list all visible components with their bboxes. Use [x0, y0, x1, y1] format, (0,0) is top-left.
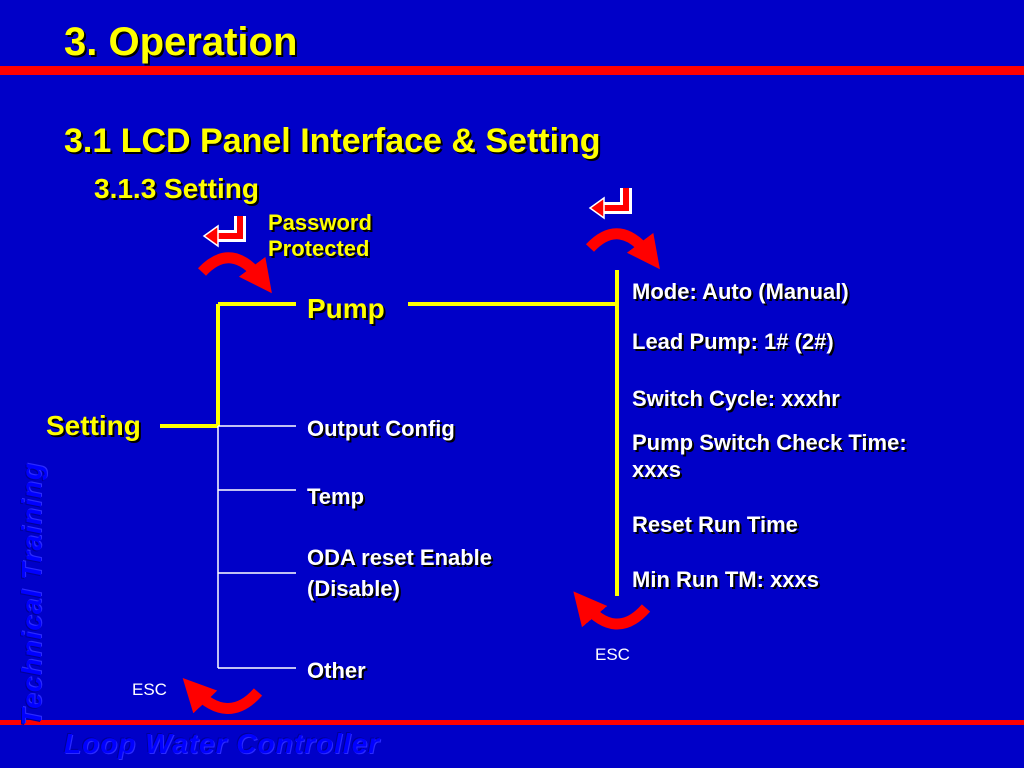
pump-setting-lead-pump[interactable]: Lead Pump: 1# (2#)	[632, 329, 834, 354]
menu-item-other[interactable]: Other	[307, 658, 366, 683]
menu-item-output-config[interactable]: Output Config	[307, 416, 455, 441]
curved-arrow-up-icon	[182, 678, 263, 714]
curved-arrow-down-icon	[585, 228, 660, 270]
menu-item-oda-reset-alt: (Disable)	[307, 576, 400, 601]
pump-setting-check-time[interactable]: Pump Switch Check Time:	[632, 430, 907, 455]
password-note-line2: Protected	[268, 236, 370, 261]
enter-icon	[588, 188, 632, 220]
password-note-line1: Password	[268, 210, 372, 235]
menu-item-temp[interactable]: Temp	[307, 484, 365, 509]
menu-item-oda-reset[interactable]: ODA reset Enable	[307, 545, 493, 570]
esc-label-right: ESC	[595, 645, 630, 664]
pump-setting-reset-run-time[interactable]: Reset Run Time	[632, 512, 798, 537]
setting-tree-connectors	[160, 302, 296, 669]
side-watermark: Technical Training	[16, 462, 47, 726]
pump-setting-mode[interactable]: Mode: Auto (Manual)	[632, 279, 849, 304]
pump-branch-connectors	[408, 270, 619, 596]
enter-icon	[202, 216, 246, 248]
pump-setting-switch-cycle[interactable]: Switch Cycle: xxxhr	[632, 386, 840, 411]
curved-arrow-down-icon	[197, 252, 272, 294]
pump-setting-check-time-value: xxxs	[632, 457, 681, 482]
footer-rule	[0, 720, 1024, 725]
esc-label-left: ESC	[132, 680, 167, 699]
page-title: 3. Operation	[64, 20, 298, 64]
menu-root-setting[interactable]: Setting	[46, 410, 141, 441]
menu-item-pump[interactable]: Pump	[307, 293, 385, 324]
section-title: 3.1 LCD Panel Interface & Setting	[64, 122, 601, 160]
footer-watermark: Loop Water Controller	[64, 728, 381, 759]
header-rule	[0, 66, 1024, 75]
curved-arrow-up-icon	[573, 591, 651, 630]
section-subtitle: 3.1.3 Setting	[94, 173, 259, 204]
pump-setting-min-run[interactable]: Min Run TM: xxxs	[632, 567, 820, 592]
